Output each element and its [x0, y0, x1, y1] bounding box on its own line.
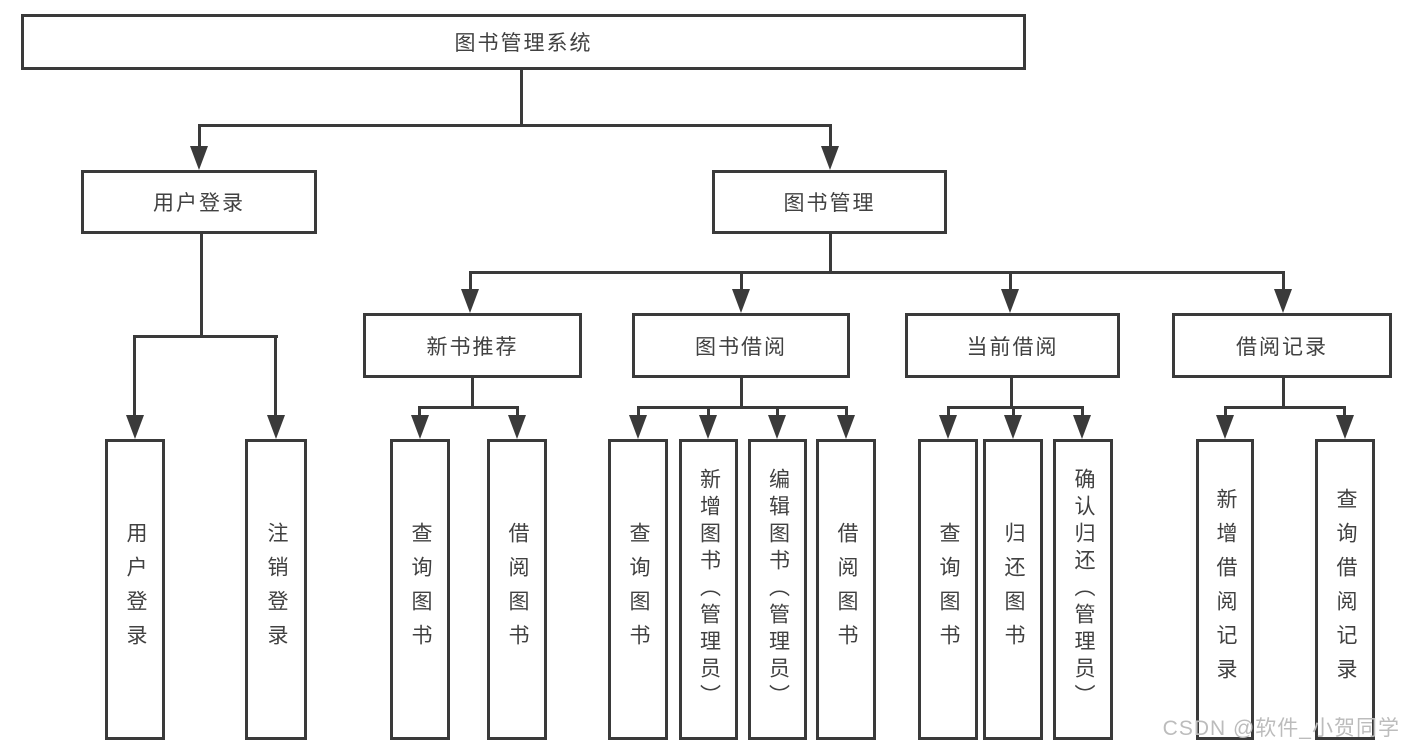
connector-line [740, 271, 743, 293]
node-user-login: 用户登录 [81, 170, 317, 234]
connector-line [845, 406, 848, 420]
arrow-down-icon [629, 415, 647, 439]
arrow-down-icon [411, 415, 429, 439]
node-book-borrowing: 图书借阅 [632, 313, 850, 378]
connector-line [1282, 271, 1285, 293]
node-leaf-add-borrow-record: 新增借阅记录 [1196, 439, 1254, 740]
arrow-down-icon [508, 415, 526, 439]
connector-line [776, 406, 779, 420]
node-leaf-logout: 注销登录 [245, 439, 307, 740]
connector-line [1009, 271, 1012, 293]
arrow-down-icon [732, 289, 750, 313]
node-leaf-query-books-3: 查询图书 [918, 439, 978, 740]
node-leaf-confirm-return-admin: 确认归还（管理员） [1053, 439, 1113, 740]
connector-line [1224, 406, 1346, 409]
connector-line [1010, 378, 1013, 409]
node-borrowing-records: 借阅记录 [1172, 313, 1392, 378]
arrow-down-icon [190, 146, 208, 170]
connector-line [1343, 406, 1346, 420]
connector-line [947, 406, 950, 420]
connector-line [516, 406, 519, 420]
node-leaf-borrow-books-1: 借阅图书 [487, 439, 547, 740]
arrow-down-icon [1004, 415, 1022, 439]
arrow-down-icon [821, 146, 839, 170]
connector-line [133, 335, 278, 338]
connector-line [418, 406, 421, 420]
connector-line [1282, 378, 1285, 409]
arrow-down-icon [768, 415, 786, 439]
arrow-down-icon [1336, 415, 1354, 439]
arrow-down-icon [699, 415, 717, 439]
connector-line [829, 124, 832, 152]
connector-line [133, 335, 136, 420]
arrow-down-icon [461, 289, 479, 313]
node-leaf-return-books: 归还图书 [983, 439, 1043, 740]
connector-line [198, 124, 201, 152]
node-leaf-add-books-admin: 新增图书（管理员） [679, 439, 738, 740]
node-leaf-query-borrow-record: 查询借阅记录 [1315, 439, 1375, 740]
connector-line [637, 406, 847, 409]
connector-line [637, 406, 640, 420]
connector-line [740, 378, 743, 409]
connector-line [200, 234, 203, 338]
connector-line [947, 406, 1084, 409]
node-current-borrowing: 当前借阅 [905, 313, 1120, 378]
node-book-management: 图书管理 [712, 170, 947, 234]
node-leaf-user-login: 用户登录 [105, 439, 165, 740]
arrow-down-icon [1216, 415, 1234, 439]
node-leaf-edit-books-admin: 编辑图书（管理员） [748, 439, 807, 740]
connector-line [418, 406, 518, 409]
connector-line [469, 271, 1285, 274]
csdn-watermark: CSDN @软件_小贺同学 [1162, 717, 1400, 740]
connector-line [829, 234, 832, 274]
arrow-down-icon [837, 415, 855, 439]
node-book-management-system: 图书管理系统 [21, 14, 1026, 70]
connector-line [469, 271, 472, 293]
connector-line [520, 68, 523, 127]
connector-line [1224, 406, 1227, 420]
arrow-down-icon [1073, 415, 1091, 439]
node-new-book-recommendation: 新书推荐 [363, 313, 582, 378]
arrow-down-icon [1001, 289, 1019, 313]
connector-line [1012, 406, 1015, 420]
arrow-down-icon [1274, 289, 1292, 313]
node-leaf-query-books-1: 查询图书 [390, 439, 450, 740]
node-leaf-borrow-books-2: 借阅图书 [816, 439, 876, 740]
connector-line [198, 124, 832, 127]
arrow-down-icon [939, 415, 957, 439]
connector-line [707, 406, 710, 420]
arrow-down-icon [126, 415, 144, 439]
connector-line [274, 335, 277, 420]
connector-line [1081, 406, 1084, 420]
node-leaf-query-books-2: 查询图书 [608, 439, 668, 740]
arrow-down-icon [267, 415, 285, 439]
connector-line [471, 378, 474, 409]
